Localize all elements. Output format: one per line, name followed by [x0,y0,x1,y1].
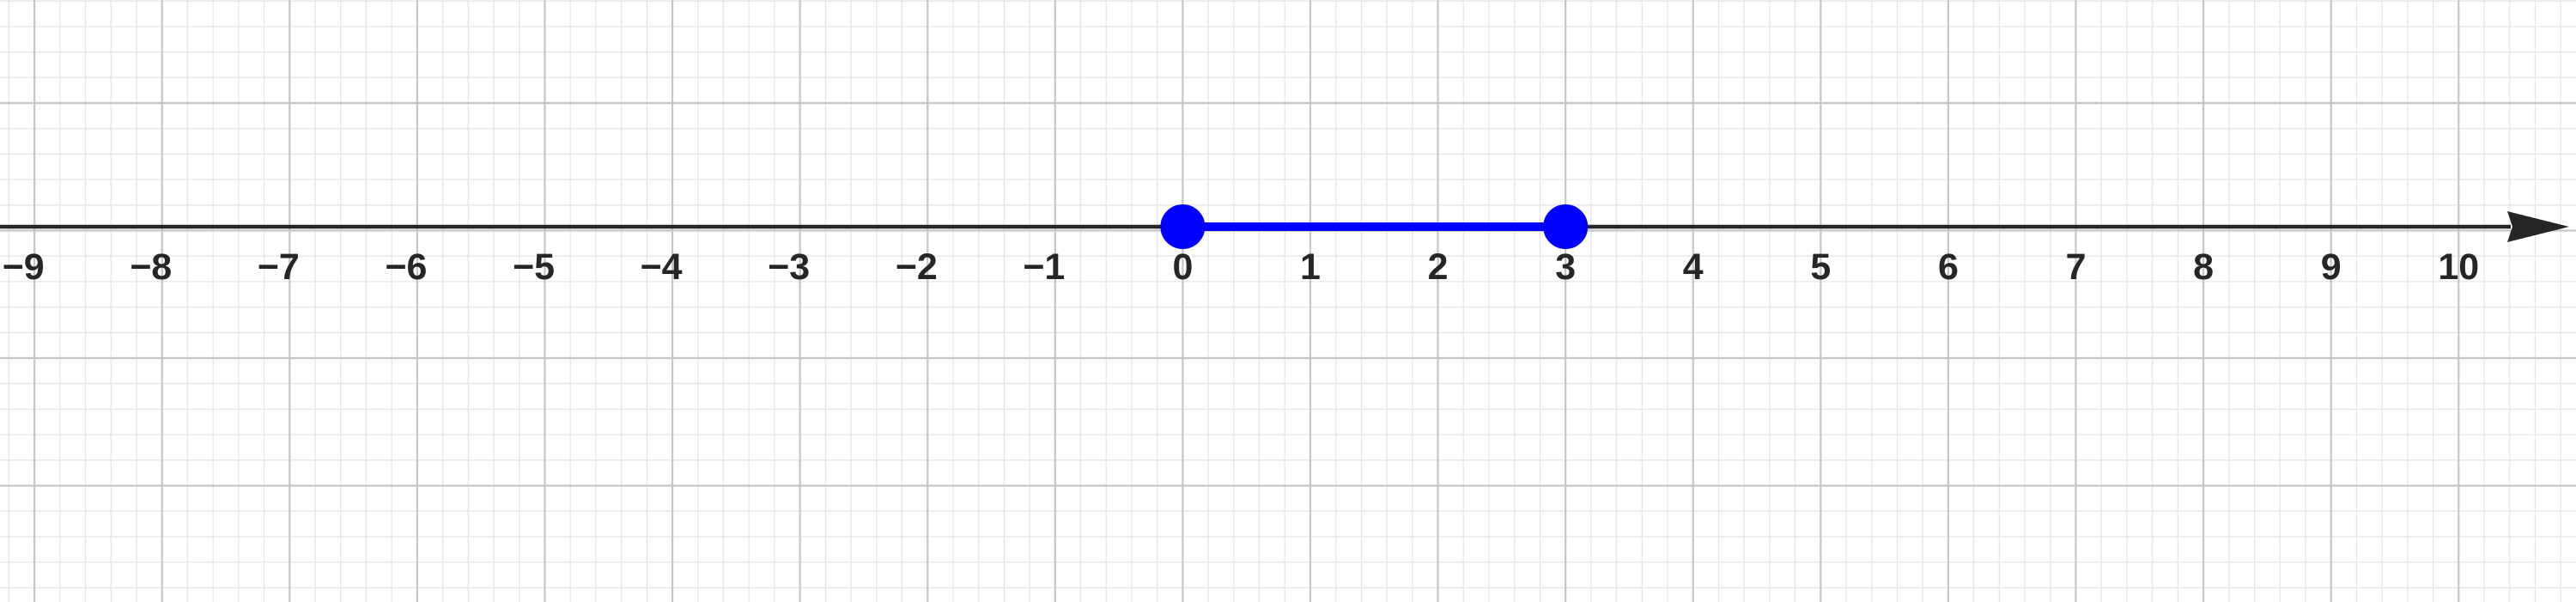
tick-label: 5 [1810,246,1831,288]
tick-label: −2 [896,246,938,288]
tick-label: 7 [2066,246,2087,288]
tick-label: −7 [258,246,300,288]
tick-label: 3 [1555,246,1576,288]
tick-label: 6 [1938,246,1959,288]
tick-label: −1 [1023,246,1065,288]
segment-end-point[interactable] [1543,204,1589,249]
tick-label: −3 [768,246,810,288]
tick-label: 10 [2438,246,2479,288]
tick-label: −8 [130,246,172,288]
segment-start-point[interactable] [1160,204,1206,249]
tick-label: 4 [1683,246,1704,288]
tick-label: 8 [2193,246,2214,288]
tick-label: −5 [513,246,555,288]
tick-label: −4 [641,246,683,288]
tick-label: 9 [2321,246,2342,288]
tick-label: 2 [1428,246,1449,288]
tick-label: −6 [385,246,427,288]
tick-labels: −9 −8 −7 −6 −5 −4 −3 −2 −1 0 1 2 3 4 5 6 7 8 9 10 [3,246,2480,288]
solution-segment [1160,204,1589,249]
tick-label: 0 [1172,246,1193,288]
tick-label: −9 [3,246,45,288]
axis-arrowhead-icon [2507,211,2569,242]
tick-label: 1 [1300,246,1321,288]
